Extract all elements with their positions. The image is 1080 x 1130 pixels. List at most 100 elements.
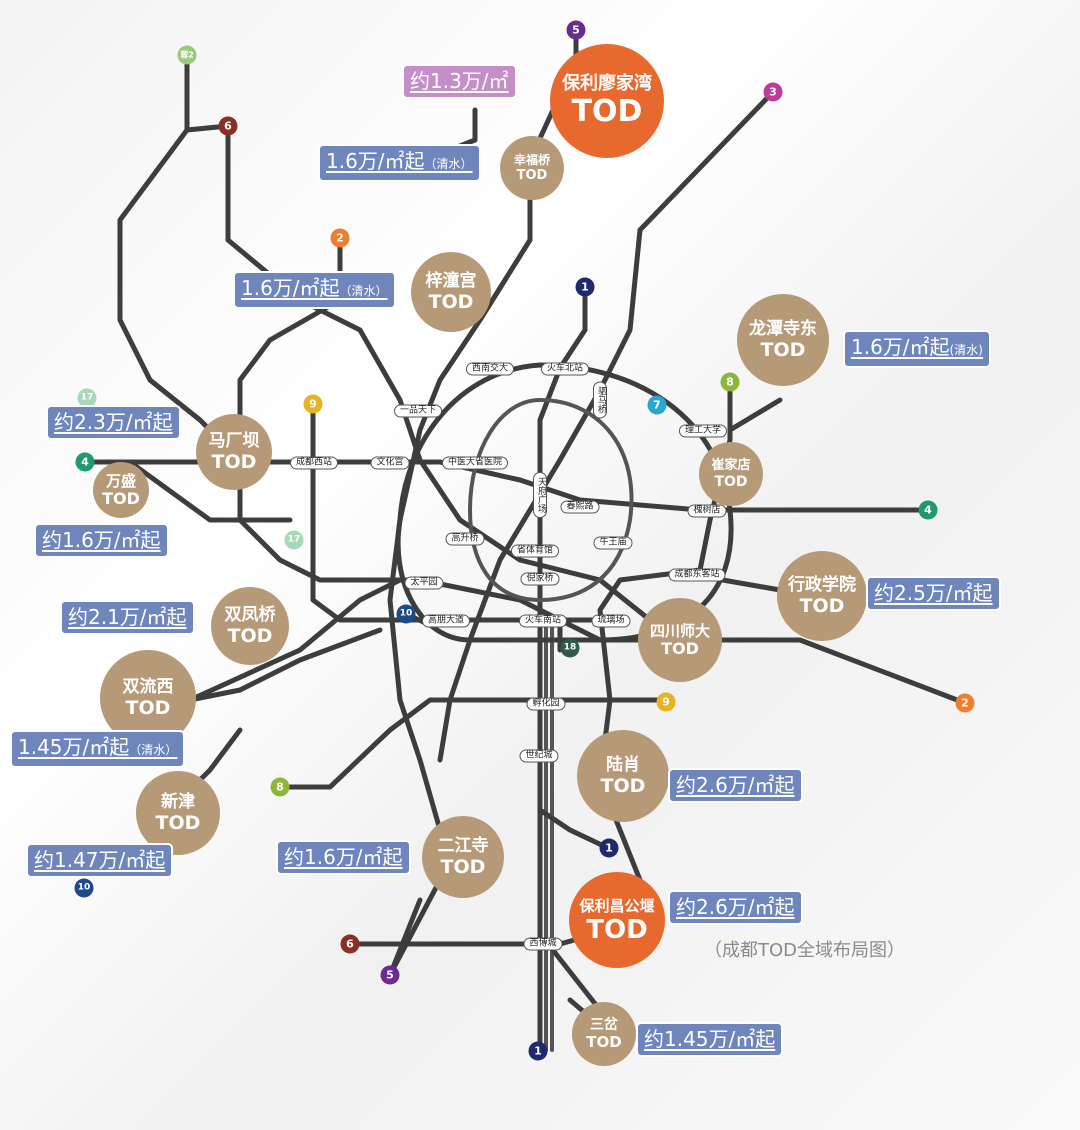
tod-sancha[interactable]: 三岔 TOD bbox=[572, 1002, 636, 1066]
station-label: 倪家桥 bbox=[520, 572, 560, 586]
tod-label: TOD bbox=[125, 697, 171, 719]
price-tag-shuangfengqiao: 约2.1万/㎡起 bbox=[60, 600, 195, 635]
tod-name: 龙潭寺东 bbox=[749, 319, 817, 339]
price-tag-xingzhengxueyuan: 约2.5万/㎡起 bbox=[866, 576, 1001, 611]
tod-cuijiadian[interactable]: 崔家店 TOD bbox=[699, 442, 763, 506]
price-tag-zitonggong: 1.6万/㎡起（清水） bbox=[233, 271, 396, 309]
line-6-badge: 6 bbox=[218, 116, 238, 136]
price-tag-shuangliuxi: 1.45万/㎡起（清水） bbox=[10, 730, 186, 768]
tod-name: 四川师大 bbox=[649, 622, 710, 640]
station-label: 槐树店 bbox=[687, 504, 727, 518]
tod-label: TOD bbox=[211, 451, 257, 473]
tod-label: TOD bbox=[661, 639, 699, 658]
line-8-badge: 8 bbox=[270, 777, 290, 797]
line-9-badge: 9 bbox=[656, 692, 676, 712]
price-tag-luxiao: 约2.6万/㎡起 bbox=[668, 768, 803, 803]
line-10-badge: 10 bbox=[396, 604, 416, 624]
tod-xingfuqiao[interactable]: 幸福桥 TOD bbox=[500, 136, 564, 200]
line-1-badge: 1 bbox=[599, 838, 619, 858]
line-9-badge: 9 bbox=[303, 394, 323, 414]
station-label: 驷马桥 bbox=[593, 381, 607, 419]
tod-name: 新津 bbox=[161, 792, 195, 812]
tod-label: TOD bbox=[102, 489, 140, 508]
tod-label: TOD bbox=[571, 94, 643, 129]
station-label: 琉璃场 bbox=[591, 614, 631, 628]
price-tag-xingfuqiao: 1.6万/㎡起（清水） bbox=[318, 144, 481, 182]
tod-label: TOD bbox=[440, 856, 486, 878]
line-17-badge: 17 bbox=[284, 530, 304, 550]
line-1-badge: 1 bbox=[528, 1041, 548, 1061]
line-8-badge: 8 bbox=[720, 372, 740, 392]
station-label: 高朋大道 bbox=[421, 614, 471, 628]
line-3-badge: 3 bbox=[763, 82, 783, 102]
line-5-badge: 5 bbox=[566, 20, 586, 40]
line-6-badge: 6 bbox=[340, 934, 360, 954]
line-10-badge: 10 bbox=[74, 878, 94, 898]
tod-shuangfengqiao[interactable]: 双凤桥 TOD bbox=[211, 587, 289, 665]
price-tag-changgongyan: 约2.6万/㎡起 bbox=[668, 890, 803, 925]
tod-label: TOD bbox=[227, 625, 273, 647]
price-tag-liaojiawan: 约1.3万/㎡ bbox=[402, 64, 517, 99]
tod-poly-changgongyan[interactable]: 保利昌公堰 TOD bbox=[569, 872, 665, 968]
station-label: 西南交大 bbox=[465, 362, 515, 376]
station-label: 高升桥 bbox=[445, 532, 485, 546]
tod-erjiangsi[interactable]: 二江寺 TOD bbox=[422, 816, 504, 898]
tod-luxiao[interactable]: 陆肖 TOD bbox=[577, 730, 669, 822]
tod-longtansidong[interactable]: 龙潭寺东 TOD bbox=[737, 294, 829, 386]
tod-label: TOD bbox=[155, 812, 201, 834]
tod-name: 三岔 bbox=[590, 1017, 618, 1033]
tod-poly-liaojiawan[interactable]: 保利廖家湾 TOD bbox=[550, 44, 664, 158]
tod-zitonggong[interactable]: 梓潼宫 TOD bbox=[411, 252, 491, 332]
station-label: 牛王庙 bbox=[593, 536, 633, 550]
map-caption: （成都TOD全域布局图） bbox=[704, 940, 906, 961]
tod-label: TOD bbox=[600, 775, 646, 797]
price-tag-longtansidong: 1.6万/㎡起(清水) bbox=[843, 330, 991, 368]
station-label: 成都东客站 bbox=[668, 568, 726, 582]
price-tag-wansheng: 约1.6万/㎡起 bbox=[34, 523, 169, 558]
tod-label: TOD bbox=[586, 914, 648, 945]
tod-name: 崔家店 bbox=[711, 458, 751, 473]
line-17-badge: 17 bbox=[77, 388, 97, 408]
tod-name: 幸福桥 bbox=[513, 153, 550, 167]
line-18-badge: 18 bbox=[560, 638, 580, 658]
tod-label: TOD bbox=[586, 1033, 622, 1051]
tod-name: 马厂坝 bbox=[208, 431, 260, 451]
tod-xingzhengxueyuan[interactable]: 行政学院 TOD bbox=[777, 551, 867, 641]
line-1-badge: 1 bbox=[575, 277, 595, 297]
tod-label: TOD bbox=[516, 168, 548, 183]
station-label: 太平园 bbox=[404, 576, 444, 590]
tod-name: 万盛 bbox=[105, 472, 136, 490]
tod-label: TOD bbox=[760, 339, 806, 361]
station-label: 中医大省医院 bbox=[441, 456, 509, 470]
tod-sichuanshida[interactable]: 四川师大 TOD bbox=[638, 598, 722, 682]
station-label: 天府广场 bbox=[533, 472, 547, 518]
line-2-badge: 2 bbox=[330, 228, 350, 248]
tod-machangba[interactable]: 马厂坝 TOD bbox=[196, 414, 272, 490]
line-7-badge: 7 bbox=[647, 395, 667, 415]
station-label: 火车南站 bbox=[518, 614, 568, 628]
station-label: 理工大学 bbox=[678, 424, 728, 438]
line-2-badge: 2 bbox=[955, 693, 975, 713]
station-label: 火车北站 bbox=[540, 362, 590, 376]
price-tag-sancha: 约1.45万/㎡起 bbox=[636, 1022, 784, 1057]
tod-xinjin[interactable]: 新津 TOD bbox=[136, 771, 220, 855]
tod-wansheng[interactable]: 万盛 TOD bbox=[93, 462, 149, 518]
price-tag-machangba: 约2.3万/㎡起 bbox=[46, 405, 181, 440]
tod-name: 行政学院 bbox=[788, 575, 856, 595]
line-rong2-badge: 蓉2 bbox=[177, 45, 197, 65]
station-label: 一品天下 bbox=[393, 404, 443, 418]
price-tag-xinjin: 约1.47万/㎡起 bbox=[26, 843, 174, 878]
station-label: 春熙路 bbox=[560, 500, 600, 514]
station-label: 成都西站 bbox=[289, 456, 339, 470]
tod-name: 双凤桥 bbox=[224, 605, 276, 625]
tod-name: 二江寺 bbox=[437, 836, 489, 856]
station-label: 西博城 bbox=[523, 937, 563, 951]
station-label: 孵化园 bbox=[526, 697, 566, 711]
line-4-badge: 4 bbox=[75, 452, 95, 472]
tod-name: 保利昌公堰 bbox=[579, 896, 655, 915]
tod-label: TOD bbox=[714, 474, 748, 490]
tod-name: 梓潼宫 bbox=[425, 271, 477, 291]
tod-label: TOD bbox=[799, 595, 845, 617]
tod-label: TOD bbox=[428, 291, 474, 313]
tod-name: 陆肖 bbox=[606, 755, 640, 775]
